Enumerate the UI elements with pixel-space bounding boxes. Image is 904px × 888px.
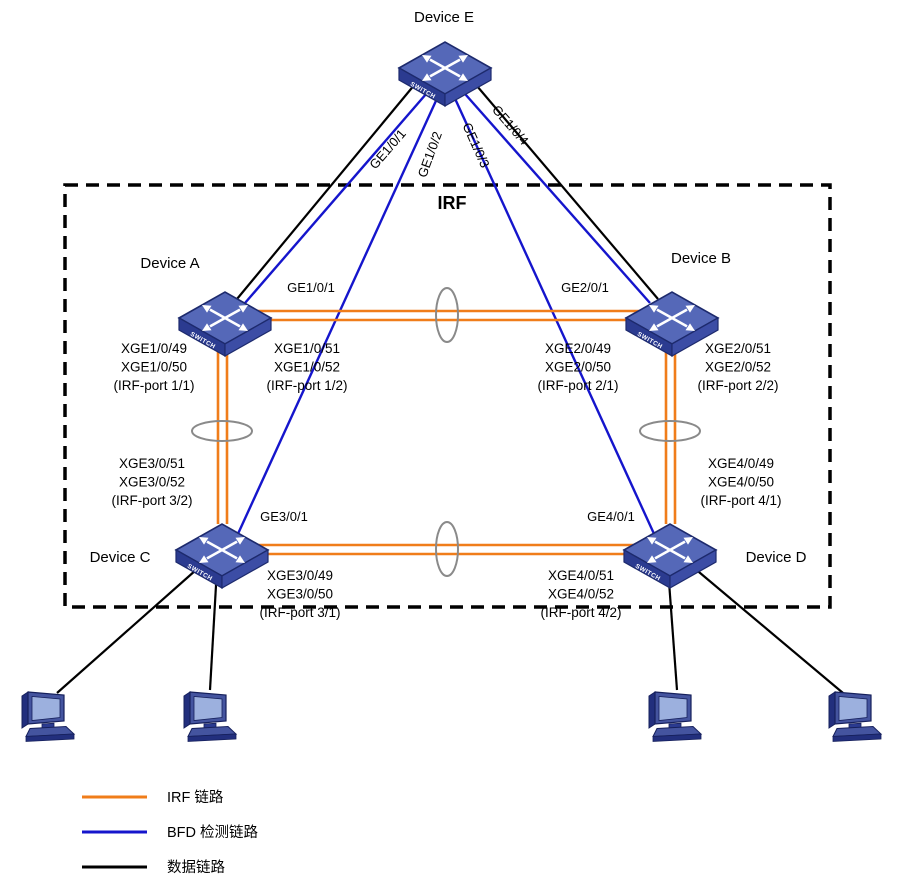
pc-icon-4 (828, 691, 882, 743)
aggregation-ellipse-b-d (639, 420, 701, 442)
uplink-label-b: GE2/0/1 (561, 280, 609, 295)
uplink-label-e3: GE1/0/3 (460, 120, 493, 170)
data-link-c-pc2 (208, 567, 219, 691)
irf-links (216, 309, 677, 556)
port-line: XGE1/0/50 (121, 360, 187, 375)
device-b-label: Device B (671, 250, 731, 267)
port-line: (IRF-port 3/2) (111, 493, 192, 508)
aggregation-ellipse-c-d (435, 521, 459, 577)
pc-icon-1 (21, 691, 75, 743)
bfd-links (235, 85, 657, 537)
port-line: XGE4/0/51 (548, 568, 614, 583)
aggregation-ellipse-a-c (191, 420, 253, 442)
port-line: XGE4/0/50 (708, 475, 774, 490)
port-line: XGE1/0/52 (274, 360, 340, 375)
bfd-link-e-d (450, 91, 657, 537)
pc-icon-3 (648, 691, 702, 743)
port-block-d-top: XGE4/0/49 XGE4/0/50 (IRF-port 4/1) (700, 456, 781, 508)
port-line: (IRF-port 1/1) (113, 378, 194, 393)
port-line: XGE3/0/49 (267, 568, 333, 583)
port-line: (IRF-port 3/1) (259, 605, 340, 620)
port-block-d-bottom: XGE4/0/51 XGE4/0/52 (IRF-port 4/2) (540, 568, 621, 620)
port-line: XGE4/0/49 (708, 456, 774, 471)
legend-label-data: 数据链路 (167, 859, 225, 876)
aggregation-ellipse-a-b (435, 287, 459, 343)
bfd-link-e-a (244, 85, 434, 304)
port-block-b-left: XGE2/0/49 XGE2/0/50 (IRF-port 2/1) (537, 341, 618, 393)
switch-icon-device-d (622, 522, 718, 590)
port-line: XGE2/0/51 (705, 341, 771, 356)
bfd-link-e-b (457, 85, 651, 304)
device-e-label: Device E (414, 9, 474, 26)
legend-label-bfd: BFD 检测链路 (167, 824, 259, 841)
device-c-label: Device C (90, 549, 151, 566)
uplink-label-a: GE1/0/1 (287, 280, 335, 295)
irf-boundary-box (63, 183, 832, 609)
data-link-c-pc1 (56, 561, 206, 694)
port-block-a-right: XGE1/0/51 XGE1/0/52 (IRF-port 1/2) (266, 341, 347, 393)
port-line: XGE1/0/49 (121, 341, 187, 356)
port-block-c-top: XGE3/0/51 XGE3/0/52 (IRF-port 3/2) (111, 456, 192, 508)
switch-icon-device-e (397, 40, 493, 108)
bfd-link-e-c (235, 91, 442, 537)
device-d-label: Device D (746, 549, 807, 566)
port-line: (IRF-port 1/2) (266, 378, 347, 393)
data-link-d-pc4 (686, 561, 844, 694)
uplink-label-e4: GE1/0/4 (489, 102, 532, 148)
data-link-e-a (236, 65, 431, 300)
port-line: XGE2/0/50 (545, 360, 611, 375)
port-line: XGE4/0/52 (548, 587, 614, 602)
data-link-e-b (459, 65, 659, 300)
port-line: (IRF-port 4/2) (540, 605, 621, 620)
legend: IRF 链路 BFD 检测链路 数据链路 (82, 789, 259, 876)
port-line: XGE2/0/52 (705, 360, 771, 375)
device-a-label: Device A (140, 255, 199, 272)
legend-label-irf: IRF 链路 (167, 789, 224, 806)
port-line: XGE3/0/51 (119, 456, 185, 471)
port-line: (IRF-port 2/2) (697, 378, 778, 393)
port-line: (IRF-port 2/1) (537, 378, 618, 393)
port-block-b-right: XGE2/0/51 XGE2/0/52 (IRF-port 2/2) (697, 341, 778, 393)
irf-group-title: IRF (438, 193, 467, 213)
uplink-label-e1: GE1/0/1 (366, 126, 409, 172)
pc-icon-2 (183, 691, 237, 743)
port-line: (IRF-port 4/1) (700, 493, 781, 508)
uplink-label-c: GE3/0/1 (260, 509, 308, 524)
uplink-label-d: GE4/0/1 (587, 509, 635, 524)
port-line: XGE3/0/50 (267, 587, 333, 602)
aggregation-ellipses (191, 287, 701, 577)
port-line: XGE3/0/52 (119, 475, 185, 490)
port-line: XGE2/0/49 (545, 341, 611, 356)
port-block-c-bottom: XGE3/0/49 XGE3/0/50 (IRF-port 3/1) (259, 568, 340, 620)
switch-icon-device-c (174, 522, 270, 590)
port-line: XGE1/0/51 (274, 341, 340, 356)
switch-icon-device-a (177, 290, 273, 358)
port-block-a-left: XGE1/0/49 XGE1/0/50 (IRF-port 1/1) (113, 341, 194, 393)
